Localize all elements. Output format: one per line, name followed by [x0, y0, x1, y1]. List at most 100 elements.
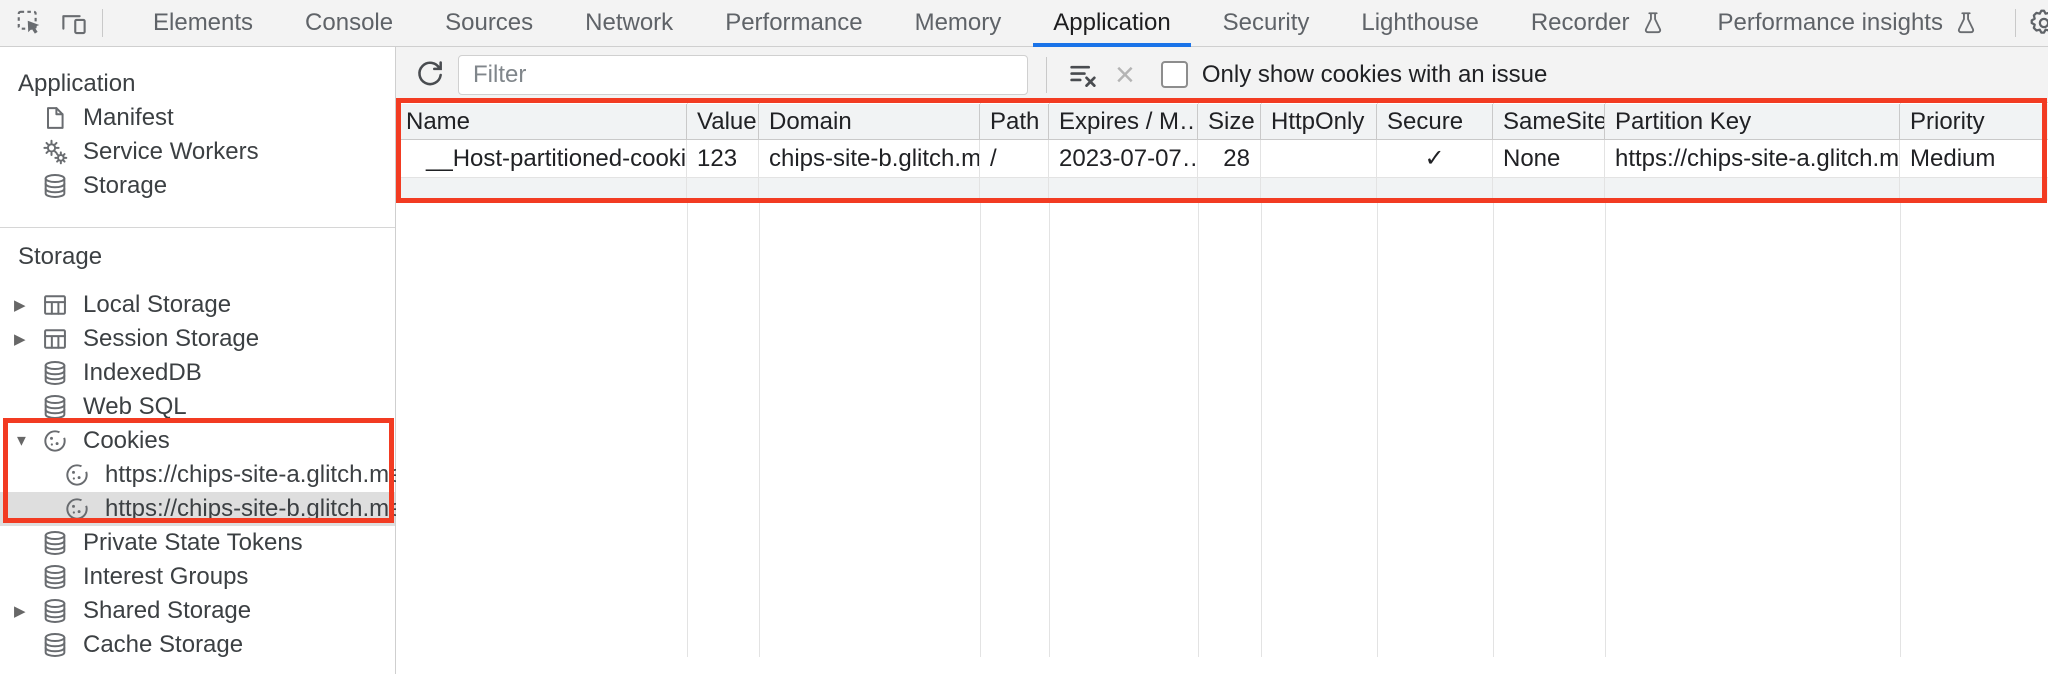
cookies-table: Name Value Domain Path Expires / M… Size… — [396, 104, 2048, 201]
issue-filter-checkbox[interactable] — [1160, 61, 1188, 88]
tab-network[interactable]: Network — [585, 9, 674, 36]
cell-name: __Host-partitioned-cookie — [396, 140, 687, 177]
cookies-toolbar: × Only show cookies with an issue — [396, 47, 2048, 103]
cell-value: 123 — [687, 140, 759, 177]
cookies-table-header: Name Value Domain Path Expires / M… Size… — [396, 104, 2048, 140]
sidebar-section-application: Application — [18, 70, 136, 97]
inspect-element-icon[interactable] — [12, 5, 48, 41]
tab-performance[interactable]: Performance — [725, 9, 863, 36]
tab-lighthouse[interactable]: Lighthouse — [1361, 9, 1479, 36]
tab-application[interactable]: Application — [1027, 0, 1196, 47]
database-icon — [40, 358, 70, 388]
column-separator — [759, 103, 760, 657]
sidebar-item-cache-storage[interactable]: Cache Storage — [0, 628, 395, 662]
column-separator — [1261, 103, 1262, 657]
settings-gear-icon[interactable] — [2026, 5, 2048, 41]
tab-elements[interactable]: Elements — [153, 9, 254, 36]
column-separator — [687, 103, 688, 657]
table-icon — [40, 290, 70, 320]
sidebar-item-private-state-tokens[interactable]: Private State Tokens — [0, 526, 395, 560]
column-header-size[interactable]: Size — [1198, 104, 1261, 139]
issue-filter-label: Only show cookies with an issue — [1201, 60, 1548, 88]
database-icon — [40, 392, 70, 422]
sidebar-item-interest-groups[interactable]: Interest Groups — [0, 560, 395, 594]
sidebar-item-manifest[interactable]: Manifest — [0, 101, 395, 135]
refresh-icon[interactable] — [410, 55, 450, 95]
toolbar-divider — [102, 9, 103, 37]
sidebar-item-cookies-chips-site-a[interactable]: https://chips-site-a.glitch.me — [0, 458, 402, 492]
cell-size: 28 — [1198, 140, 1261, 177]
column-header-samesite[interactable]: SameSite — [1493, 104, 1605, 139]
cookie-icon — [40, 426, 70, 456]
column-header-expires[interactable]: Expires / M… — [1049, 104, 1198, 139]
column-header-domain[interactable]: Domain — [759, 104, 980, 139]
sidebar-divider — [0, 227, 395, 228]
chevron-collapsed-icon[interactable]: ▶ — [14, 331, 26, 348]
chevron-collapsed-icon[interactable]: ▶ — [14, 603, 26, 620]
tab-sources[interactable]: Sources — [445, 9, 534, 36]
experiment-flask-icon — [1953, 10, 1979, 36]
tab-security[interactable]: Security — [1222, 9, 1310, 36]
column-separator — [980, 103, 981, 657]
sidebar-item-indexeddb[interactable]: IndexedDB — [0, 356, 395, 390]
column-header-partition-key[interactable]: Partition Key — [1605, 104, 1900, 139]
gears-icon — [40, 137, 70, 167]
database-icon — [40, 171, 70, 201]
tab-memory[interactable]: Memory — [914, 9, 1002, 36]
cell-expires: 2023-07-07… — [1049, 140, 1198, 177]
cell-partition-key: https://chips-site-a.glitch.me — [1605, 140, 1900, 177]
sidebar-item-session-storage[interactable]: ▶ Session Storage — [14, 324, 260, 354]
column-separator — [1900, 103, 1901, 657]
column-header-value[interactable]: Value — [687, 104, 759, 139]
database-icon — [40, 630, 70, 660]
column-header-name[interactable]: Name — [396, 104, 687, 139]
cell-secure-check: ✓ — [1377, 140, 1493, 177]
column-header-httponly[interactable]: HttpOnly — [1261, 104, 1377, 139]
database-icon — [40, 528, 70, 558]
sidebar-item-storage[interactable]: Storage — [0, 169, 395, 203]
devtools-tab-bar: Elements Console Sources Network Perform… — [0, 0, 2048, 47]
tab-recorder[interactable]: Recorder — [1505, 0, 1692, 47]
application-sidebar: Application Manifest Service Workers — [0, 47, 402, 674]
chevron-collapsed-icon[interactable]: ▶ — [14, 297, 26, 314]
column-separator — [1198, 103, 1199, 657]
tab-console[interactable]: Console — [305, 9, 394, 36]
toolbar-divider — [1046, 56, 1047, 93]
column-header-path[interactable]: Path — [980, 104, 1049, 139]
table-icon — [40, 324, 70, 354]
sidebar-item-local-storage[interactable]: ▶ Local Storage — [14, 290, 232, 320]
experiment-flask-icon — [1640, 10, 1666, 36]
cookies-panel: × Only show cookies with an issue Name V… — [396, 47, 2048, 674]
topbar-right-controls: × — [2005, 2, 2048, 44]
database-icon — [40, 562, 70, 592]
sidebar-section-storage: Storage — [18, 243, 103, 270]
column-separator — [1605, 103, 1606, 657]
chevron-expanded-icon[interactable]: ▼ — [14, 432, 29, 450]
clear-filter-icon[interactable] — [1061, 53, 1105, 97]
sidebar-item-shared-storage[interactable]: ▶ Shared Storage — [14, 596, 252, 626]
column-header-secure[interactable]: Secure — [1377, 104, 1493, 139]
column-separator — [1493, 103, 1494, 657]
empty-table-row — [396, 178, 2048, 201]
document-icon — [40, 103, 70, 133]
cell-domain: chips-site-b.glitch.me — [759, 140, 980, 177]
sidebar-item-service-workers[interactable]: Service Workers — [0, 135, 395, 169]
cell-priority: Medium — [1910, 144, 1996, 172]
delete-cookie-icon[interactable]: × — [1115, 55, 1135, 94]
cookie-table-row[interactable]: __Host-partitioned-cookie 123 chips-site… — [396, 140, 2048, 178]
toggle-device-toolbar-icon[interactable] — [56, 5, 92, 41]
cell-httponly — [1261, 140, 1377, 177]
panel-tabs: Elements Console Sources Network Perform… — [127, 0, 2005, 47]
column-header-priority[interactable]: Priority — [1910, 107, 1985, 135]
sidebar-item-web-sql[interactable]: Web SQL — [0, 390, 395, 424]
sidebar-item-cookies[interactable]: ▼ Cookies — [14, 426, 170, 456]
cookie-icon — [62, 494, 92, 524]
cell-path: / — [980, 140, 1049, 177]
tab-performance-insights[interactable]: Performance insights — [1692, 0, 2005, 47]
database-icon — [40, 596, 70, 626]
filter-input[interactable] — [458, 54, 1028, 95]
toolbar-divider — [2014, 9, 2016, 37]
sidebar-item-cookies-chips-site-b[interactable]: https://chips-site-b.glitch.me — [0, 492, 402, 526]
column-separator — [1377, 103, 1378, 657]
